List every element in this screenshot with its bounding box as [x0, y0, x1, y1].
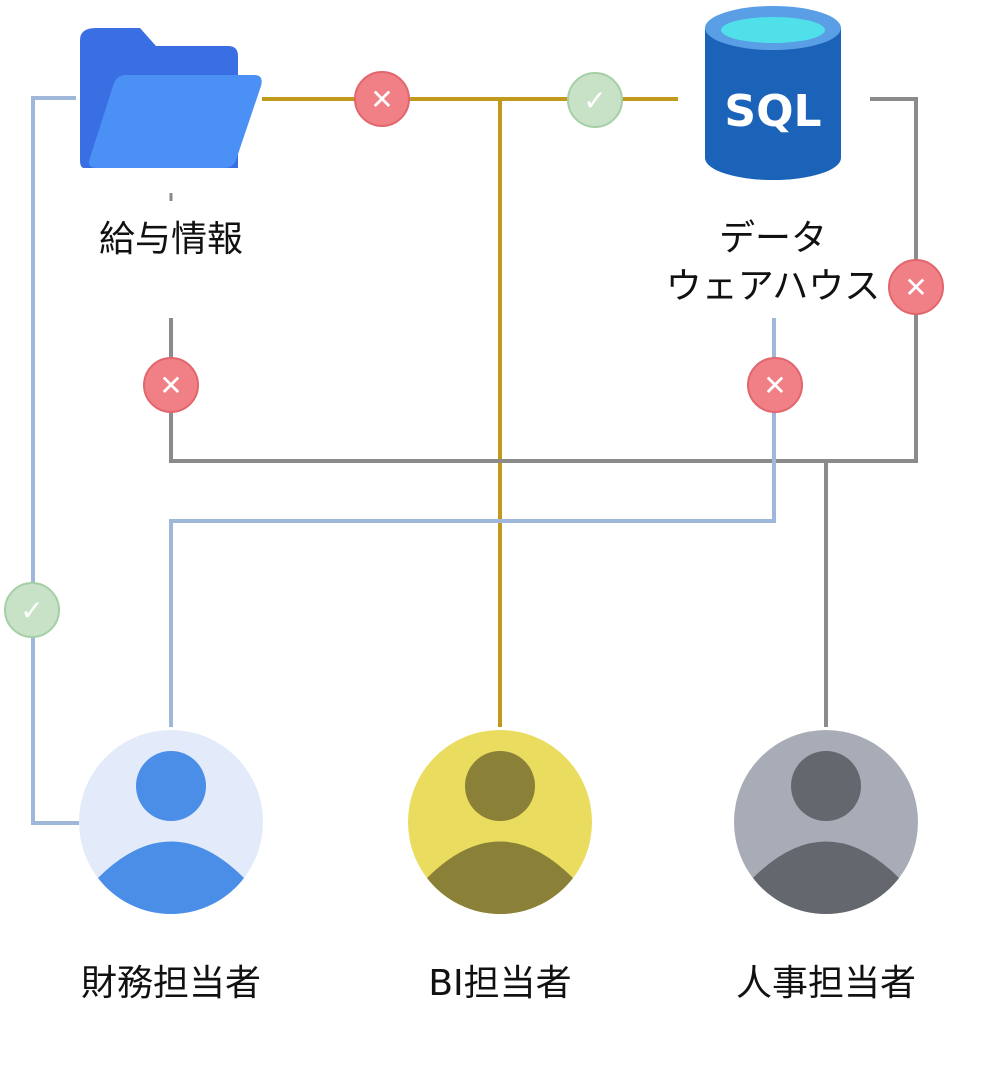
sql-database-icon: SQL	[705, 6, 841, 180]
access-marker-finance-payroll: ✓	[4, 582, 60, 638]
svg-text:✕: ✕	[904, 271, 927, 304]
sql-icon-text: SQL	[724, 86, 821, 137]
warehouse-label-line2: ウェアハウス	[666, 266, 881, 307]
svg-text:✕: ✕	[763, 369, 786, 402]
connector-finance-to-warehouse	[169, 318, 776, 727]
connector-finance-to-payroll	[31, 96, 79, 825]
svg-text:✓: ✓	[583, 84, 606, 117]
access-marker-hr-payroll: ✕	[143, 357, 199, 413]
warehouse-label-line1: データ	[719, 218, 827, 259]
hr-user-avatar-icon	[734, 730, 918, 915]
payroll-label: 給与情報	[99, 219, 243, 260]
finance-label: 財務担当者	[81, 963, 261, 1004]
access-marker-finance-warehouse: ✕	[747, 357, 803, 413]
folder-icon	[80, 28, 262, 168]
access-marker-bi-payroll: ✕	[354, 71, 410, 127]
connector-lines	[31, 96, 918, 825]
hr-label: 人事担当者	[736, 963, 916, 1004]
svg-text:✕: ✕	[370, 83, 393, 116]
access-marker-hr-warehouse: ✕	[888, 259, 944, 315]
svg-text:✓: ✓	[20, 594, 43, 627]
bi-label: BI担当者	[428, 963, 571, 1004]
finance-user-avatar-icon	[79, 730, 263, 915]
access-marker-bi-warehouse: ✓	[567, 72, 623, 128]
bi-user-avatar-icon	[408, 730, 592, 915]
svg-text:✕: ✕	[159, 369, 182, 402]
